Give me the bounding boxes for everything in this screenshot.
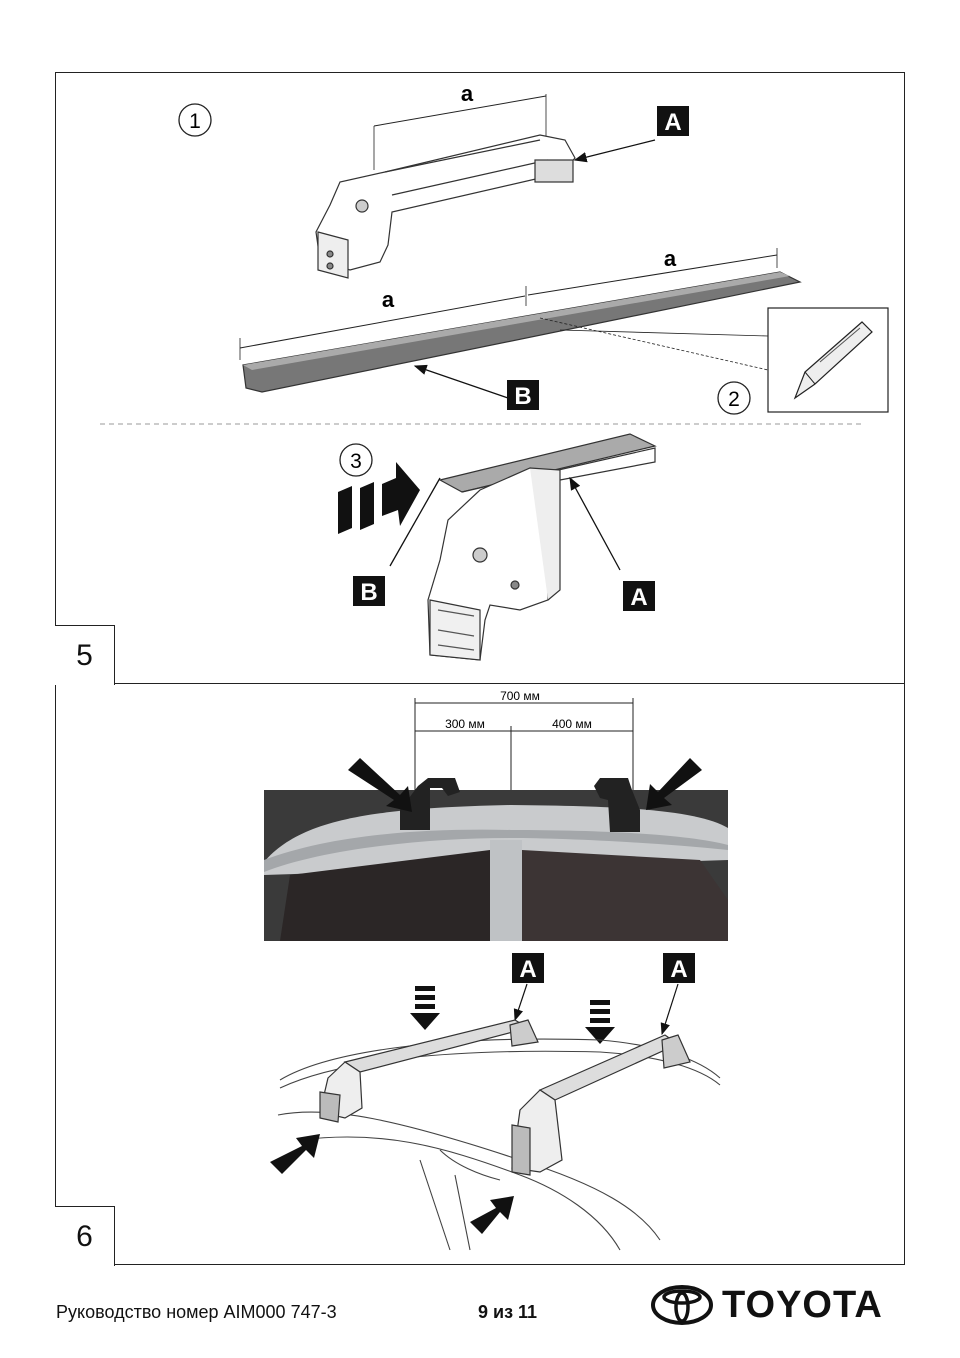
svg-text:3: 3 [350, 450, 362, 473]
brand-name: TOYOTA [722, 1283, 883, 1326]
label-b-box-2: B [353, 576, 385, 606]
dimension-a-strip: a a [239, 246, 778, 360]
label-a-box-3: A [512, 953, 544, 983]
manual-number: Руководство номер AIM000 747-3 [56, 1302, 337, 1322]
arrow-icon [348, 758, 412, 812]
label-b-box-1: B [507, 380, 539, 410]
rack-bars [319, 1019, 691, 1176]
dim-300: 300 мм [445, 717, 485, 731]
bar-insertion-drawing [427, 433, 657, 661]
car-roof-photo [264, 778, 728, 941]
step-number-5: 5 [55, 625, 115, 685]
dimension-lines [414, 698, 634, 835]
svg-text:A: A [630, 584, 647, 611]
svg-text:a: a [461, 81, 474, 106]
page-number: 9 из 11 [478, 1302, 538, 1322]
svg-text:2: 2 [728, 388, 740, 411]
step-number-6: 6 [55, 1206, 115, 1266]
label-a-box-2: A [623, 581, 655, 611]
push-arrows-icon [338, 462, 420, 534]
arrow-icon [470, 1196, 514, 1234]
sub-step-3: 3 [339, 443, 373, 477]
arrow-icon [270, 1134, 320, 1174]
svg-text:a: a [382, 287, 395, 312]
svg-text:A: A [664, 109, 681, 136]
roof-bar-foot [315, 134, 576, 279]
svg-text:B: B [514, 383, 531, 410]
dim-400: 400 мм [552, 717, 592, 731]
dimension-a-top: a [373, 81, 547, 170]
toyota-emblem-icon [651, 1285, 713, 1325]
svg-text:1: 1 [189, 110, 201, 133]
svg-text:A: A [519, 956, 536, 983]
section-divider [55, 683, 905, 684]
knife-icon [767, 307, 889, 413]
down-arrows-icon [410, 986, 615, 1044]
svg-text:A: A [670, 956, 687, 983]
label-a-box-4: A [663, 953, 695, 983]
toyota-logo: TOYOTA [650, 1284, 905, 1326]
arrow-icon [646, 758, 702, 810]
sub-step-1: 1 [178, 103, 212, 137]
sub-step-2: 2 [717, 381, 751, 415]
label-a-box-1: A [657, 106, 689, 136]
svg-text:B: B [360, 579, 377, 606]
svg-text:a: a [664, 246, 677, 271]
dim-700: 700 мм [500, 689, 540, 703]
rubber-strip [242, 271, 802, 393]
